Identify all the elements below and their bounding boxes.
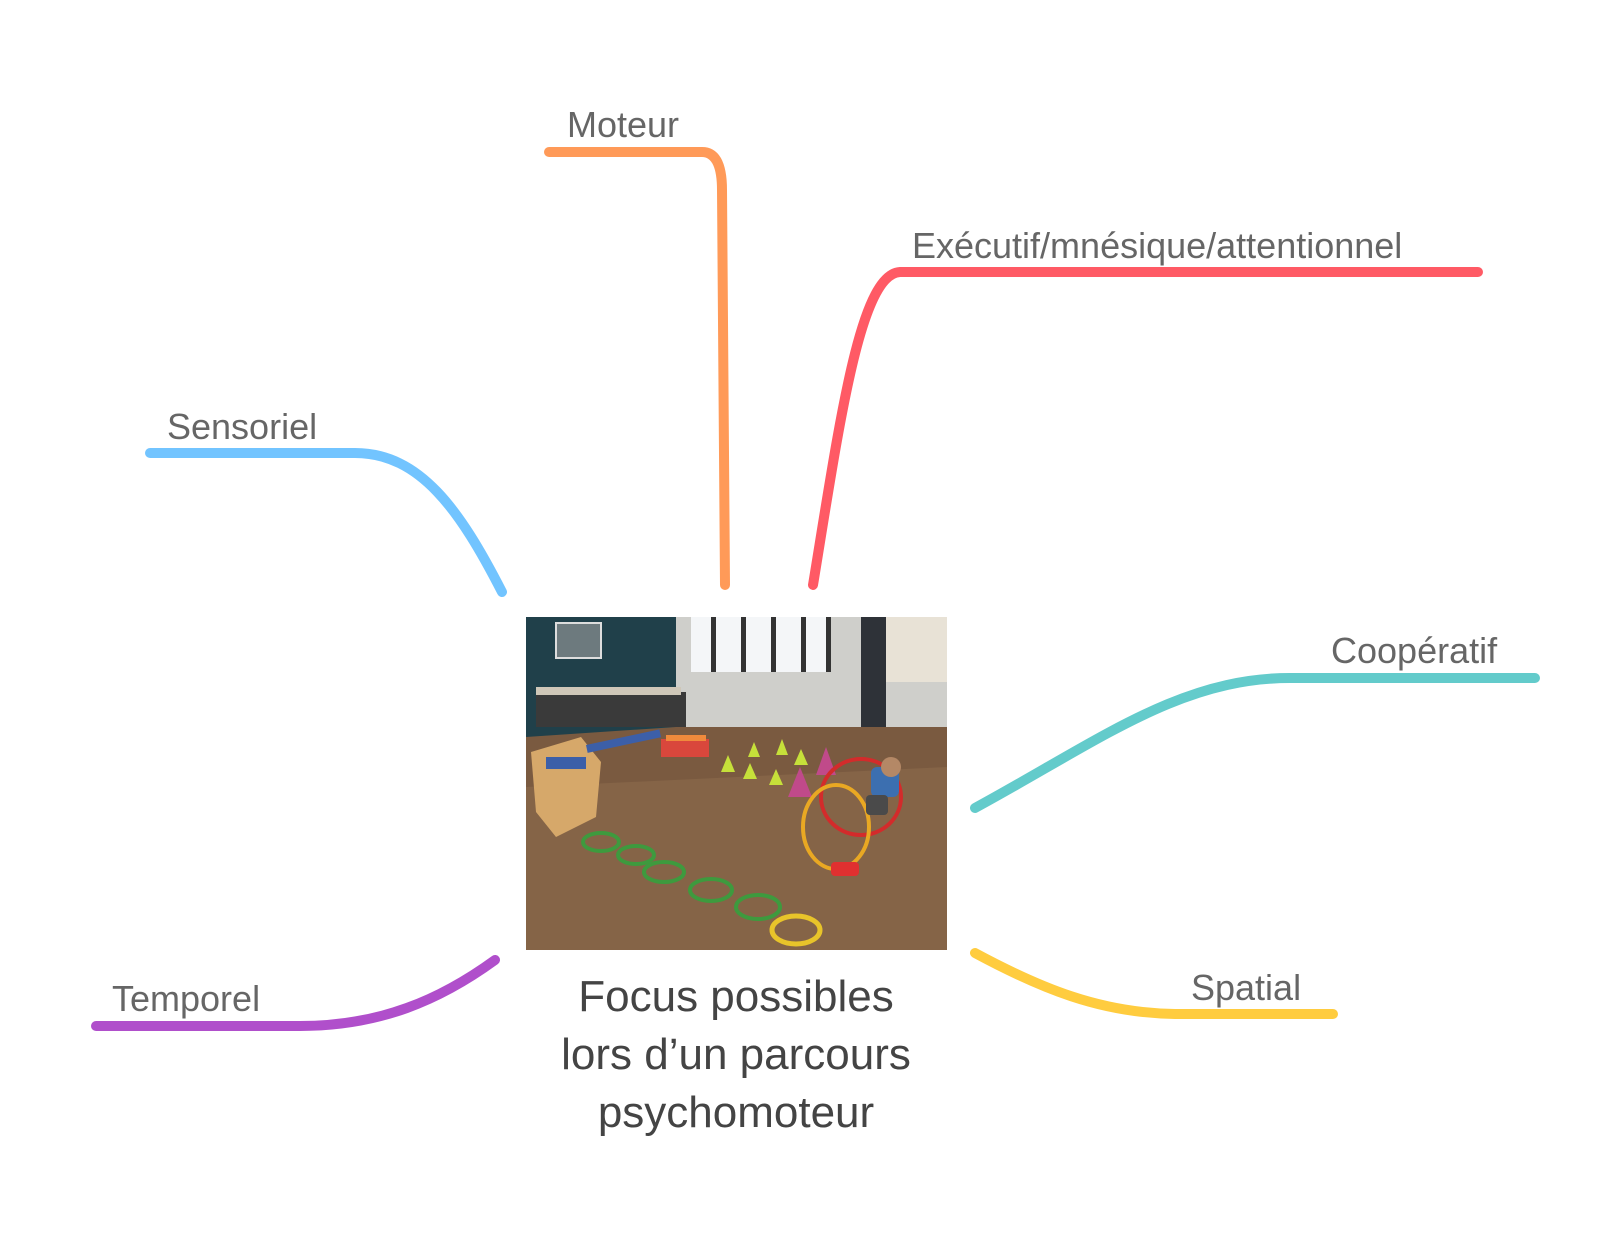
branch-label-executif[interactable]: Exécutif/mnésique/attentionnel — [912, 225, 1403, 266]
central-topic-title[interactable]: Focus possibles lors d’un parcours psych… — [506, 968, 966, 1142]
branch-line-cooperatif — [970, 673, 1540, 813]
branch-label-moteur[interactable]: Moteur — [567, 104, 680, 145]
branch-label-sensoriel[interactable]: Sensoriel — [167, 406, 318, 447]
branch-line-temporel — [91, 955, 500, 1031]
central-photo — [526, 617, 947, 950]
branch-line-moteur — [544, 147, 730, 590]
branch-line-sensoriel — [145, 448, 507, 597]
branch-label-temporel[interactable]: Temporel — [112, 978, 261, 1019]
branch-line-spatial — [970, 948, 1338, 1019]
branch-line-executif — [808, 267, 1483, 590]
central-topic-line-3: psychomoteur — [597, 1088, 875, 1137]
branch-label-cooperatif[interactable]: Coopératif — [1331, 630, 1498, 671]
branch-label-spatial[interactable]: Spatial — [1191, 967, 1302, 1008]
central-topic-line-2: lors d’un parcours — [561, 1030, 911, 1079]
central-topic-line-1: Focus possibles — [578, 972, 894, 1021]
